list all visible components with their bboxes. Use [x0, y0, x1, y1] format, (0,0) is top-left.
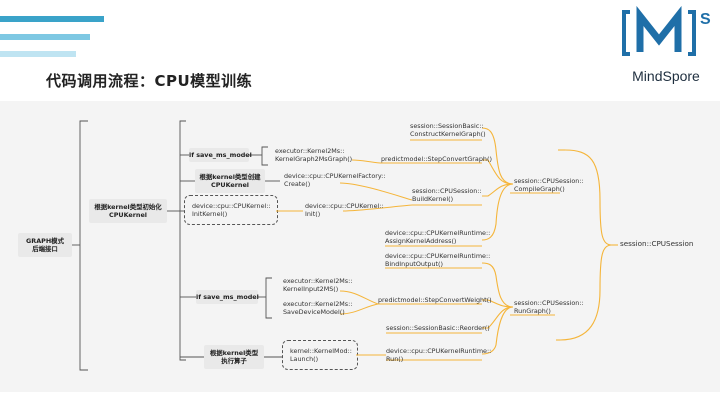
cpu-session-node: session::CPUSession [620, 239, 694, 248]
kernel-input-node: executor::Kernel2Ms::KernelInput2MS() [283, 277, 353, 294]
reorder-node: session::SessionBasic::Reorder() [386, 324, 490, 332]
save-model-2-node: if save_ms_model [196, 293, 259, 301]
cpu-init-node: device::cpu::CPUKernel::Init() [305, 202, 384, 219]
exec-by-type-box [204, 345, 264, 369]
factory-create-node: device::cpu::CPUKernelFactory::Create() [284, 172, 386, 189]
logo-name: MindSpore [632, 68, 700, 84]
root-node: GRAPH模式后端接口 [26, 237, 64, 254]
run-graph-node: session::CPUSession::RunGraph() [514, 299, 584, 316]
logo-superscript: S [700, 11, 711, 28]
diagram-panel [0, 101, 720, 392]
step-convert-weight-node: predictmodel::StepConvertWeight() [378, 296, 492, 304]
mid-init-box [89, 199, 167, 223]
root-box [18, 233, 72, 257]
save-model-1-box [189, 148, 249, 162]
step-convert-graph-node: predictmodel::StepConvertGraph() [381, 155, 492, 163]
save-device-node: executor::Kernel2Ms::SaveDeviceModel() [283, 300, 353, 317]
assign-address-node: device::cpu::CPUKernelRuntime::AssignKer… [385, 229, 491, 246]
create-by-type-box [195, 169, 265, 193]
header-accent-bar-3 [0, 51, 76, 57]
header-accent-bar-1 [0, 16, 104, 22]
build-kernel-node: session::CPUSession::BuildKernel() [412, 187, 482, 204]
exec-by-type-node: 根据kernel类型执行算子 [209, 349, 259, 366]
construct-graph-node: session::SessionBasic::ConstructKernelGr… [410, 122, 486, 139]
save-model-1-node: if save_ms_model [189, 151, 252, 159]
runtime-run-node: device::cpu::CPUKernelRuntime::Run() [386, 347, 492, 364]
launch-node: kernel::KernelMod::Launch() [290, 347, 352, 364]
slide-title: 代码调用流程：CPU模型训练 [46, 72, 253, 90]
kernel-graph-node: executor::Kernel2Ms::KernelGraph2MsGraph… [275, 147, 353, 164]
compile-graph-node: session::CPUSession::CompileGraph() [514, 177, 584, 194]
save-model-2-box [196, 290, 258, 304]
init-kernel-dashed-box [184, 195, 278, 225]
init-kernel-node: device::cpu::CPUKernel::InitKernel() [192, 202, 271, 219]
mindspore-logo-icon: S [622, 6, 711, 56]
header-accent-bar-2 [0, 34, 90, 40]
bind-output-node: device::cpu::CPUKernelRuntime::BindInput… [385, 252, 491, 269]
